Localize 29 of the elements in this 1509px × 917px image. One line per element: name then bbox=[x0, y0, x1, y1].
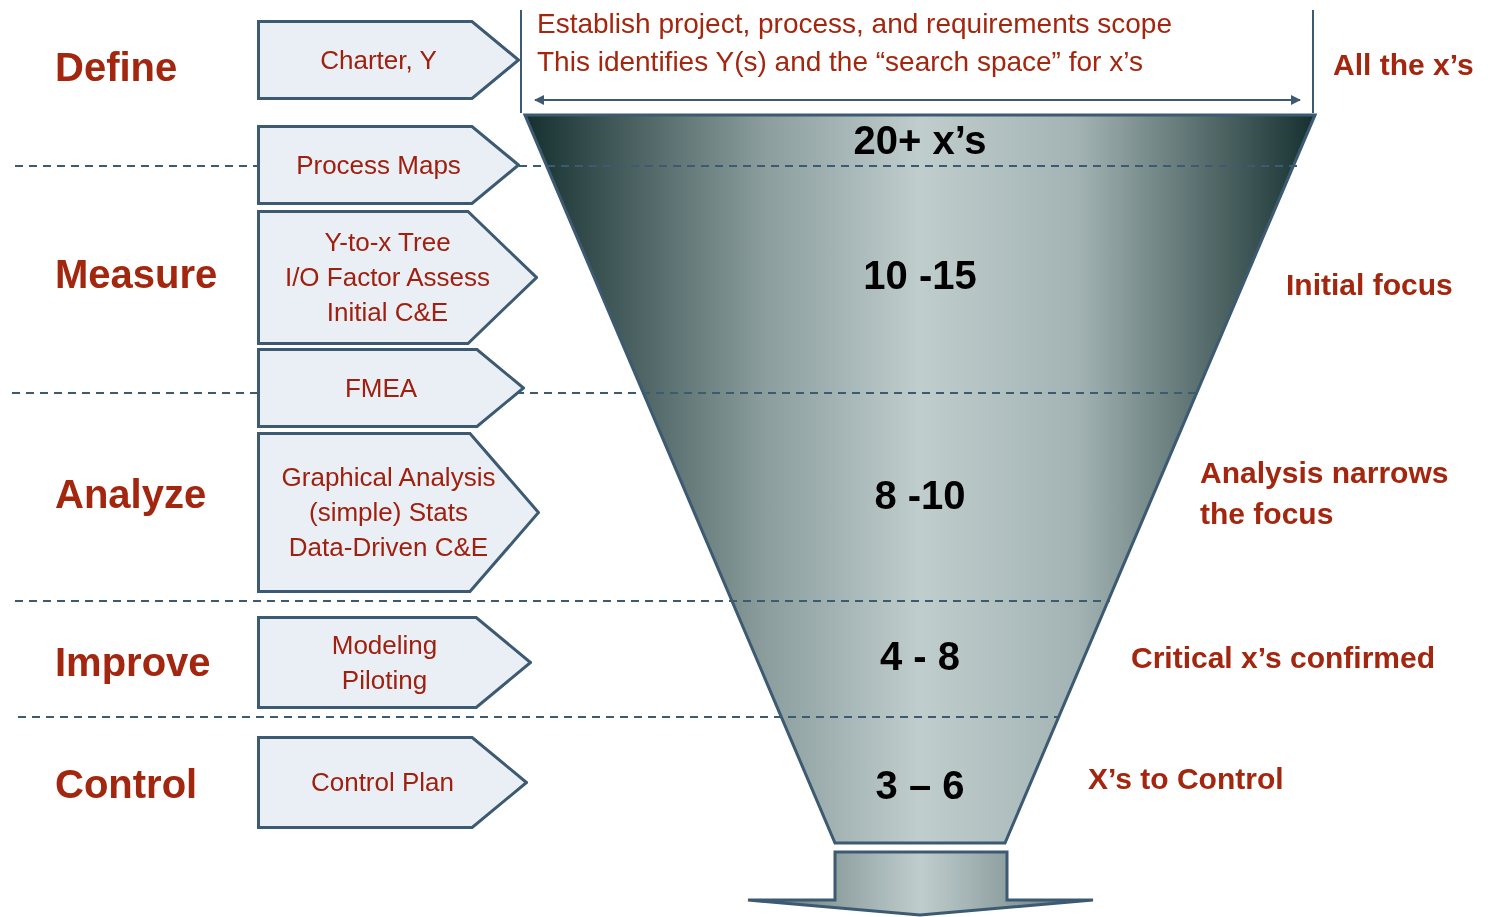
step-text: Charter, Y bbox=[319, 43, 438, 77]
phase-label: Analyze bbox=[55, 472, 207, 517]
count-label: 8 -10 bbox=[874, 473, 966, 518]
phase-label: Control bbox=[55, 762, 198, 807]
count-label: 10 -15 bbox=[863, 253, 977, 298]
count-label: 3 – 6 bbox=[875, 763, 965, 808]
step-text: Modeling bbox=[330, 628, 439, 662]
step-text: Y-to-x Tree bbox=[323, 226, 452, 259]
step-text: Graphical Analysis bbox=[280, 461, 497, 494]
side-note: X’s to Control bbox=[1088, 762, 1284, 796]
step-text: I/O Factor Assess bbox=[283, 261, 492, 294]
phase-label: Measure bbox=[55, 252, 218, 297]
count-label: 4 - 8 bbox=[880, 634, 960, 679]
side-note: Initial focus bbox=[1286, 268, 1453, 302]
phase-label: Improve bbox=[55, 640, 211, 685]
step-text: Control Plan bbox=[309, 766, 456, 799]
step-text: Piloting bbox=[340, 663, 429, 697]
step-text: (simple) Stats bbox=[308, 496, 469, 529]
scope-text: This identifies Y(s) and the “search space” for x’s bbox=[537, 46, 1143, 78]
step-text: Initial C&E bbox=[325, 296, 450, 329]
count-label: 20+ x’s bbox=[853, 118, 987, 163]
side-note: Critical x’s confirmed bbox=[1131, 641, 1435, 675]
step-text: FMEA bbox=[343, 371, 419, 405]
scope-text: Establish project, process, and requirements scope bbox=[537, 8, 1172, 40]
phase-label: Define bbox=[55, 45, 178, 90]
side-note: All the x’s bbox=[1333, 48, 1474, 82]
side-note: Analysis narrows the focus bbox=[1200, 455, 1450, 532]
step-text: Process Maps bbox=[295, 148, 462, 182]
step-text: Data-Driven C&E bbox=[287, 531, 490, 564]
